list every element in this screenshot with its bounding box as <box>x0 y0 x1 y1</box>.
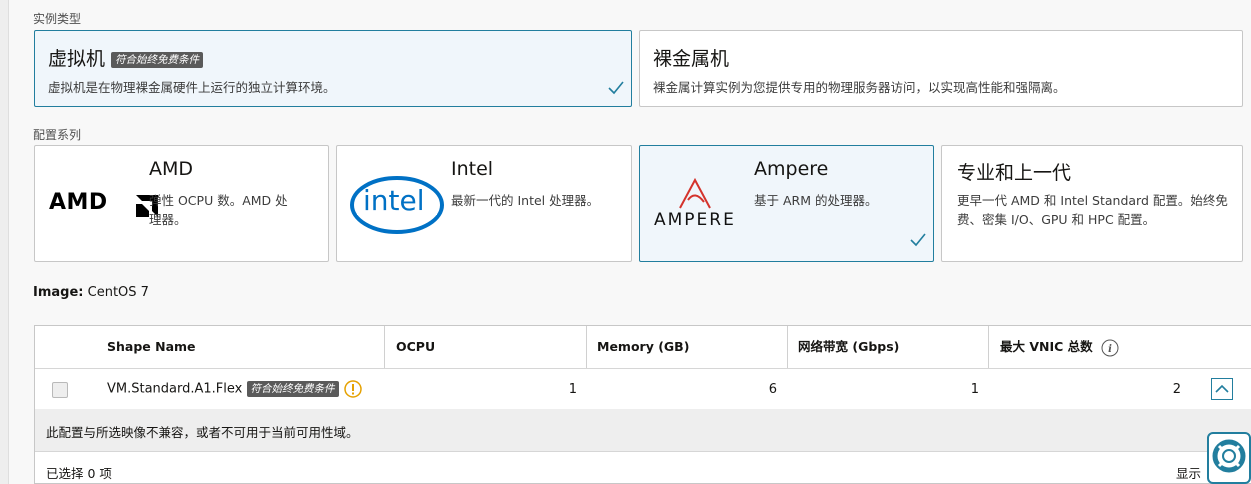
check-icon <box>608 81 624 95</box>
image-label: Image: <box>33 285 84 300</box>
left-edge-strip <box>0 0 9 484</box>
ampere-logo: AMPERE <box>654 210 736 230</box>
series-card-previous-gen-title: 专业和上一代 <box>957 162 1072 184</box>
th-bandwidth[interactable]: 网络带宽 (Gbps) <box>798 339 900 354</box>
always-free-badge: 符合始终免费条件 <box>111 51 204 68</box>
selected-count: 已选择 0 项 <box>46 466 112 481</box>
always-free-badge: 符合始终免费条件 <box>246 381 339 397</box>
chevron-up-icon <box>1215 384 1229 393</box>
series-card-ampere-title: Ampere <box>754 158 829 180</box>
shape-table: Shape Name OCPU Memory (GB) 网络带宽 (Gbps) … <box>34 325 1251 484</box>
svg-text:i: i <box>1108 344 1112 355</box>
series-card-previous-gen[interactable]: 专业和上一代 更早一代 AMD 和 Intel Standard 配置。始终免费… <box>941 145 1243 262</box>
series-card-ampere-desc: 基于 ARM 的处理器。 <box>754 193 878 208</box>
series-card-ampere[interactable]: AMPERE Ampere 基于 ARM 的处理器。 <box>639 145 934 262</box>
image-value: CentOS 7 <box>87 285 149 300</box>
series-card-amd-title: AMD <box>149 158 194 180</box>
row-ocpu: 1 <box>568 382 577 397</box>
table-row[interactable]: VM.Standard.A1.Flex 符合始终免费条件 1 6 1 2 <box>35 369 1251 409</box>
warning-icon[interactable] <box>343 380 362 398</box>
show-label[interactable]: 显示 <box>1176 466 1202 481</box>
series-card-intel-title: Intel <box>451 158 494 180</box>
series-card-amd-desc: 弹性 OCPU 数。AMD 处理器。 <box>149 193 288 227</box>
series-card-intel-desc: 最新一代的 Intel 处理器。 <box>451 193 600 208</box>
help-widget-button[interactable] <box>1207 432 1251 484</box>
row-collapse-button[interactable] <box>1211 378 1233 400</box>
amd-arrow-icon <box>136 195 158 217</box>
row-shape-name: VM.Standard.A1.Flex <box>107 381 243 397</box>
instance-card-baremetal-title: 裸金属机 <box>653 48 730 70</box>
column-separator <box>586 326 587 368</box>
row-memory: 6 <box>768 382 777 397</box>
instance-card-vm-title: 虚拟机 <box>48 48 106 70</box>
incompatibility-warning-text: 此配置与所选映像不兼容，或者不可用于当前可用性域。 <box>46 425 359 440</box>
instance-card-vm-desc: 虚拟机是在物理裸金属硬件上运行的独立计算环境。 <box>48 80 336 95</box>
instance-card-baremetal[interactable]: 裸金属机 裸金属计算实例为您提供专用的物理服务器访问，以实现高性能和强隔离。 <box>639 30 1243 107</box>
instance-card-vm[interactable]: 虚拟机 符合始终免费条件 虚拟机是在物理裸金属硬件上运行的独立计算环境。 <box>34 30 632 107</box>
intel-logo-graphic <box>350 176 444 234</box>
incompatibility-warning-row: 此配置与所选映像不兼容，或者不可用于当前可用性域。 <box>35 409 1251 451</box>
amd-logo: AMD <box>49 190 108 215</box>
row-divider <box>35 451 1251 452</box>
image-info: Image: CentOS 7 <box>33 285 149 300</box>
series-card-amd[interactable]: AMD AMD 弹性 OCPU 数。AMD 处理器。 <box>34 145 329 262</box>
column-separator <box>384 326 385 368</box>
th-max-vnic[interactable]: 最大 VNIC 总数 <box>1000 339 1093 354</box>
instance-card-baremetal-desc: 裸金属计算实例为您提供专用的物理服务器访问，以实现高性能和强隔离。 <box>653 80 1066 95</box>
column-separator <box>988 326 989 368</box>
series-card-previous-gen-desc: 更早一代 AMD 和 Intel Standard 配置。始终免费、密集 I/O… <box>957 193 1228 227</box>
check-icon <box>910 233 926 247</box>
lifebuoy-icon <box>1212 439 1246 473</box>
row-checkbox[interactable] <box>52 382 68 398</box>
row-bandwidth: 1 <box>970 382 979 397</box>
column-separator <box>787 326 788 368</box>
ampere-logo-mark-icon <box>679 178 711 209</box>
series-card-intel[interactable]: intel Intel 最新一代的 Intel 处理器。 <box>336 145 632 262</box>
shape-series-label: 配置系列 <box>33 128 82 142</box>
th-ocpu[interactable]: OCPU <box>396 339 436 354</box>
th-memory[interactable]: Memory (GB) <box>597 339 690 354</box>
intel-logo: intel <box>363 184 425 217</box>
instance-type-label: 实例类型 <box>33 12 82 26</box>
row-vnic: 2 <box>1172 382 1181 397</box>
row-divider <box>35 368 1251 369</box>
info-icon[interactable]: i <box>1101 339 1119 357</box>
th-shape-name[interactable]: Shape Name <box>107 339 196 354</box>
